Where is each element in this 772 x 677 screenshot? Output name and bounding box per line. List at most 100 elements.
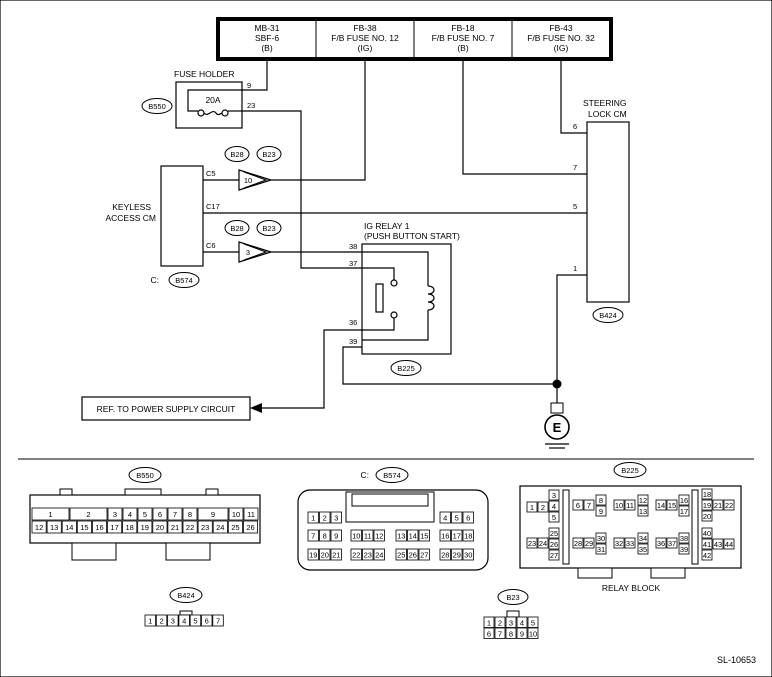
pin-number: 15: [668, 501, 676, 510]
pin-number: 5: [531, 618, 535, 627]
connector-pin: 4: [516, 616, 528, 628]
connector-pin: 20: [701, 510, 713, 522]
pin-number: 17: [110, 523, 118, 532]
connector-pin: 15: [76, 520, 92, 534]
pin-number: 19: [141, 523, 149, 532]
connector-pin: 9: [516, 627, 528, 639]
connector-pin: 28: [572, 537, 584, 549]
fuse-detail: SBF-6: [255, 33, 279, 43]
connector-pin: 7: [167, 507, 183, 521]
junction-connector-upper: B28 B23 10: [224, 146, 282, 191]
pin-number: 7: [173, 510, 177, 519]
connector-pin: 21: [712, 499, 724, 511]
connector-pin: 20: [152, 520, 168, 534]
pin-number: 34: [639, 534, 647, 543]
pin-number: 35: [639, 545, 647, 554]
pin-number: 16: [441, 532, 449, 541]
connector-pin: 5: [137, 507, 153, 521]
pin-number: 30: [464, 551, 472, 560]
pin-number: 32: [615, 539, 623, 548]
connector-pin: 8: [319, 529, 331, 542]
pin-number: 13: [639, 507, 647, 516]
pin-number: 26: [246, 523, 254, 532]
connector-pin: 2: [69, 507, 108, 521]
pin-number: 1: [311, 514, 315, 523]
connector-pin: 27: [418, 548, 430, 561]
pin-number: 3: [552, 491, 556, 500]
connector-pin: 10: [228, 507, 244, 521]
connector-tag: B550: [136, 471, 154, 480]
pin-number: 1: [487, 618, 491, 627]
connector-prefix: C:: [151, 275, 160, 285]
pin-number: 1: [148, 617, 152, 626]
pin-number: 40: [703, 529, 711, 538]
pin-number: 6: [158, 510, 162, 519]
connector-pin: 18: [701, 488, 713, 500]
fuse-supply: (IG): [358, 43, 373, 53]
connector-pin: 12: [31, 520, 47, 534]
connector-pin: 34: [637, 532, 649, 544]
connector-pin: 40: [701, 527, 713, 539]
pin-number: 27: [420, 551, 428, 560]
fuse-name: MB-31: [254, 23, 279, 33]
connector-pin: 23: [197, 520, 213, 534]
pin-number: 44: [725, 540, 733, 549]
pin-number: 10: [529, 629, 537, 638]
pin-number: 9: [599, 507, 603, 516]
connector-pin: 43: [712, 538, 724, 550]
pin-label: 6: [573, 122, 577, 131]
pin-number: 5: [193, 617, 197, 626]
pin-number: 5: [455, 514, 459, 523]
connector-pin: 21: [330, 548, 342, 561]
connector-pin: 7: [307, 529, 319, 542]
pin-number: 18: [126, 523, 134, 532]
pin-number: 3: [509, 618, 513, 627]
pin-number: 13: [50, 523, 58, 532]
connector-pin: 16: [92, 520, 108, 534]
connector-pin: 15: [418, 529, 430, 542]
pin-number: 26: [550, 540, 558, 549]
pin-number: 22: [352, 551, 360, 560]
connector-pin: 11: [624, 499, 636, 511]
connector-pin: 9: [595, 505, 607, 517]
pin-number: 12: [639, 496, 647, 505]
connector-pin: 7: [212, 614, 224, 627]
connector-pin: 2: [155, 614, 168, 627]
connector-pin: 24: [212, 520, 228, 534]
pin-number: 19: [309, 551, 317, 560]
pin-number: 3: [171, 617, 175, 626]
connector-pin: 29: [451, 548, 463, 561]
connector-pin: 32: [613, 537, 625, 549]
pin-number: 36: [657, 539, 665, 548]
pin-number: 29: [453, 551, 461, 560]
pin-number: 3: [113, 510, 117, 519]
connector-pin: 21: [167, 520, 183, 534]
pin-number: 7: [498, 629, 502, 638]
connector-pin: 17: [451, 529, 463, 542]
relay-internals: [362, 251, 435, 341]
connector-pin: 35: [637, 543, 649, 555]
connector-pin: 19: [307, 548, 319, 561]
connector-tag: B574: [383, 471, 401, 480]
pin-number: 17: [680, 507, 688, 516]
connector-pin: 25: [548, 527, 560, 539]
fuse-supply: (B): [457, 43, 469, 53]
junction-connector-lower: B28 B23 3: [224, 220, 282, 263]
pin-number: 8: [188, 510, 192, 519]
pin-number: 13: [397, 532, 405, 541]
connector-tag: B23: [262, 150, 275, 159]
pin-label: 36: [349, 318, 357, 327]
pin-number: 10: [352, 532, 360, 541]
connector-pin: 6: [152, 507, 168, 521]
pin-number: 3: [334, 514, 338, 523]
pin-label: 9: [247, 81, 251, 90]
connector-prefix: C:: [361, 470, 370, 480]
pin-number: 1: [530, 503, 534, 512]
ground-symbol-icon: E: [544, 402, 570, 449]
pin-number: 23: [528, 539, 536, 548]
